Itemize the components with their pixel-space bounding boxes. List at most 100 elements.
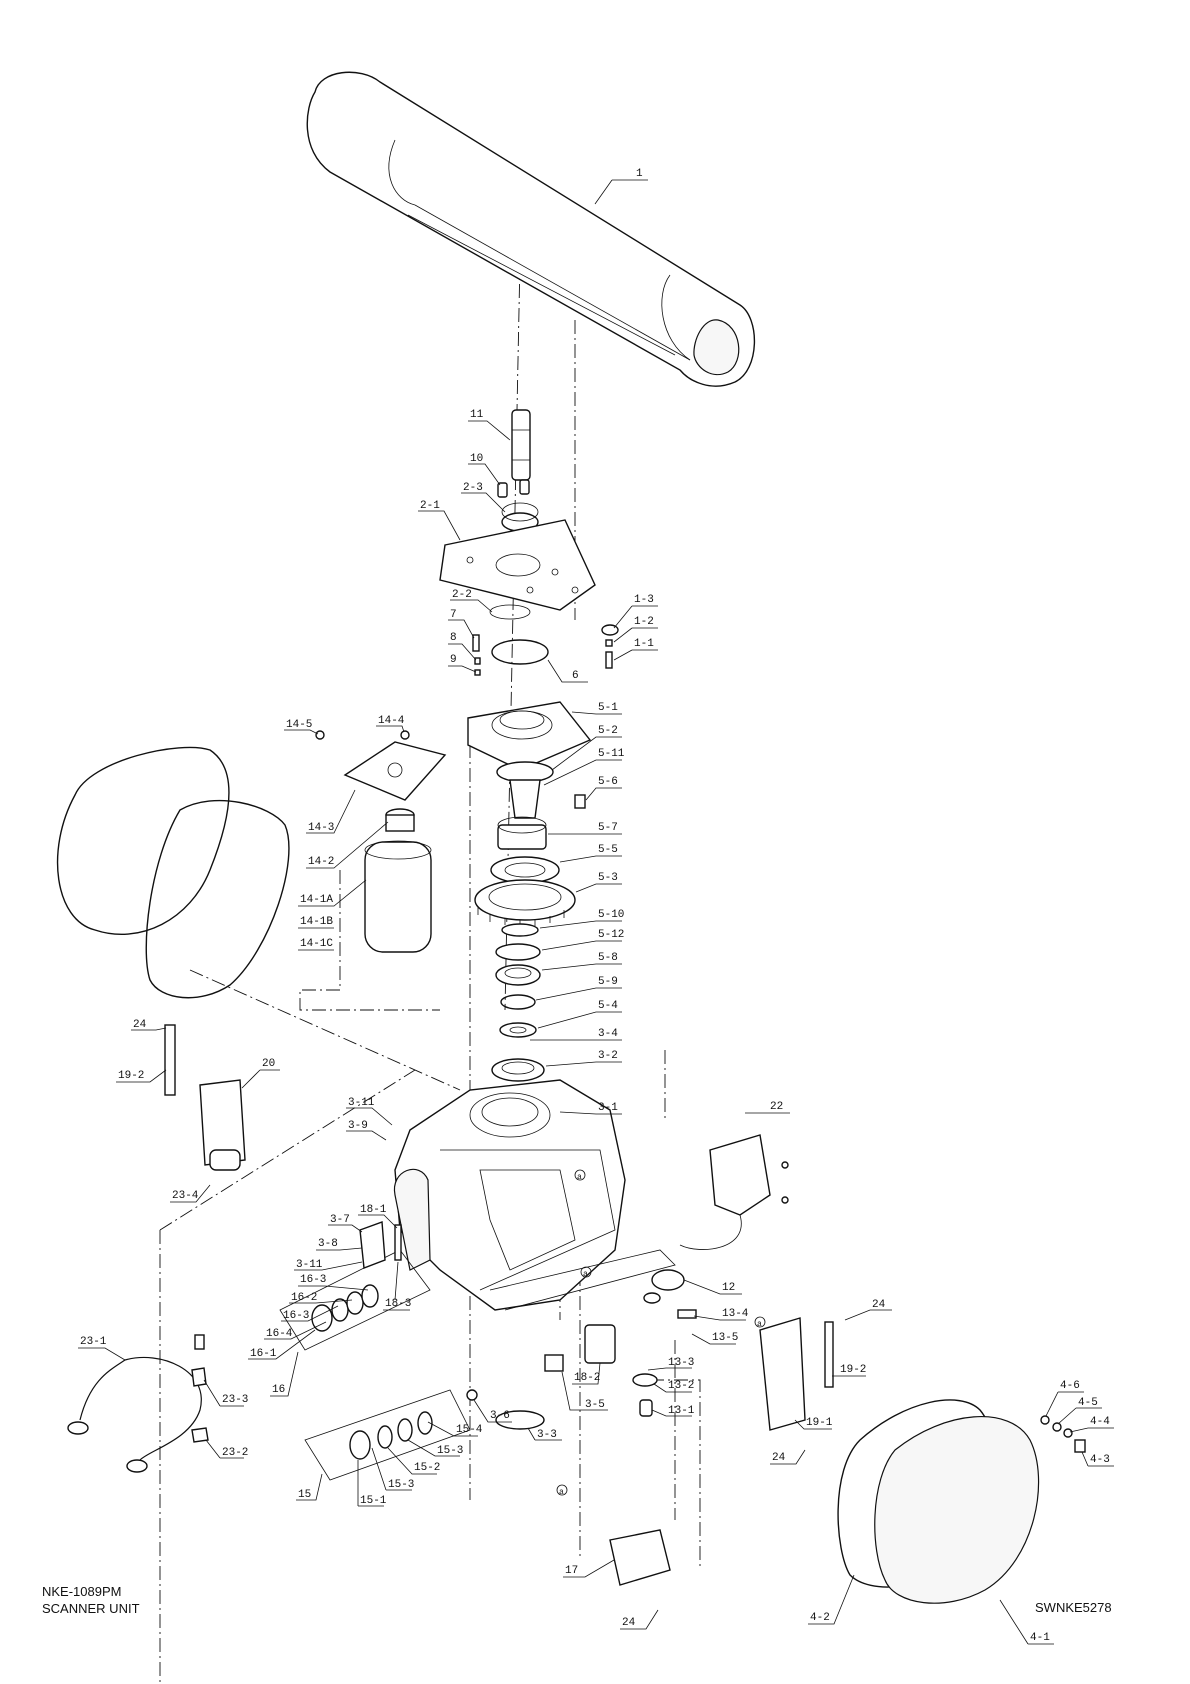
callout-16: 16: [272, 1384, 285, 1396]
callout-19-1: 19-1: [806, 1417, 833, 1429]
part-12-13-switch-parts: [632, 1269, 697, 1417]
callout-17: 17: [565, 1565, 578, 1577]
part-5-7-sleeve: [497, 816, 547, 850]
part-23-1-ground-cable: [67, 1356, 202, 1473]
callout-20: 20: [262, 1058, 275, 1070]
callout-24-right-upper: 24: [872, 1299, 886, 1311]
callout-24-left: 24: [133, 1019, 147, 1031]
callout-18-3: 18-3: [385, 1298, 411, 1310]
callout-14-2: 14-2: [308, 856, 334, 868]
callout-15-3-a: 15-3: [437, 1445, 463, 1457]
callout-15-2: 15-2: [414, 1462, 440, 1474]
part-4-right-covers: [837, 1399, 1086, 1604]
callout-23-4: 23-4: [172, 1190, 199, 1202]
callout-24-right-lower: 24: [772, 1452, 786, 1464]
callout-2-3: 2-3: [463, 482, 483, 494]
document-title-block: NKE-1089PM SCANNER UNIT: [42, 1583, 140, 1617]
part-5-4-washer: [499, 1022, 537, 1038]
part-5-9-snap-ring: [500, 994, 536, 1010]
callout-16-2: 16-2: [291, 1292, 317, 1304]
callout-5-2: 5-2: [598, 725, 618, 737]
part-14-2-pinion: [385, 808, 415, 832]
callout-1-1: 1-1: [634, 638, 654, 650]
callout-22: 22: [770, 1101, 783, 1113]
part-18-2-sensor: [584, 1324, 616, 1364]
callout-1-3: 1-3: [634, 594, 654, 606]
callout-4-4: 4-4: [1090, 1416, 1110, 1428]
callout-3-1: 3-1: [598, 1102, 618, 1114]
reference-mark-a-4: a: [559, 1488, 564, 1497]
part-4-left-covers: [56, 746, 290, 999]
part-3-1-main-housing: [393, 1079, 676, 1311]
part-5-6-key: [574, 794, 586, 809]
callout-3-2: 3-2: [598, 1050, 618, 1062]
callout-23-3: 23-3: [222, 1394, 248, 1406]
callout-13-2: 13-2: [668, 1380, 694, 1392]
part-20-bracket: [199, 1079, 246, 1171]
callout-5-9: 5-9: [598, 976, 618, 988]
callout-16-3-a: 16-3: [300, 1274, 326, 1286]
callout-5-1: 5-1: [598, 702, 618, 714]
callout-16-3-b: 16-3: [283, 1310, 309, 1322]
part-6-ring: [491, 639, 549, 665]
callout-5-12: 5-12: [598, 929, 624, 941]
callout-3-3: 3-3: [537, 1429, 557, 1441]
callout-13-1: 13-1: [668, 1405, 695, 1417]
callout-14-1A: 14-1A: [300, 894, 333, 906]
part-16-gland-group: [279, 1249, 431, 1351]
part-2-2-gasket: [489, 604, 531, 620]
callout-23-2: 23-2: [222, 1447, 248, 1459]
part-10-screws: [497, 479, 530, 498]
callout-15-3-b: 15-3: [388, 1479, 414, 1491]
part-22-control-board: [679, 1134, 789, 1250]
callout-3-8: 3-8: [318, 1238, 338, 1250]
callout-1: 1: [636, 168, 643, 180]
part-18-1-18-3-lever: [394, 1224, 402, 1261]
callout-3-9: 3-9: [348, 1120, 368, 1132]
part-11-shaft: [511, 409, 531, 481]
part-7-8-9-hardware: [472, 634, 481, 676]
part-5-8-bearing: [495, 964, 541, 986]
callout-9: 9: [450, 654, 457, 666]
callout-3-4: 3-4: [598, 1028, 618, 1040]
callout-15-1: 15-1: [360, 1495, 387, 1507]
reference-mark-a-1: a: [577, 1173, 582, 1182]
part-3-7-3-8-cover-plate: [359, 1221, 386, 1269]
callout-5-6: 5-6: [598, 776, 618, 788]
callout-4-3: 4-3: [1090, 1454, 1110, 1466]
part-1-radome-cover: [306, 71, 756, 387]
callout-11: 11: [470, 409, 484, 421]
part-2-1-mounting-plate: [439, 519, 596, 611]
callout-labels: 1 11 10 2-3 2-1 2-2 1-3 1-2 1-1 7 8 9 6 …: [78, 168, 1114, 1645]
part-23-2-23-3-clamps: [191, 1334, 209, 1443]
part-19-2-connector-strip-left: [164, 1024, 176, 1096]
part-17-bracket: [609, 1529, 671, 1586]
callout-15-4: 15-4: [456, 1424, 483, 1436]
callout-18-1: 18-1: [360, 1204, 387, 1216]
callout-4-2: 4-2: [810, 1612, 830, 1624]
callout-14-1B: 14-1B: [300, 916, 333, 928]
part-19-1-pcb-right: [759, 1317, 834, 1431]
callout-16-1: 16-1: [250, 1348, 277, 1360]
part-5-1-flange: [467, 701, 592, 771]
callout-7: 7: [450, 609, 457, 621]
drawing-number: SWNKE5278: [1035, 1600, 1112, 1615]
callout-5-5: 5-5: [598, 844, 618, 856]
model-number: NKE-1089PM: [42, 1584, 122, 1599]
callout-2-2: 2-2: [452, 589, 472, 601]
callout-3-6: 3-6: [490, 1410, 510, 1422]
callout-3-11-upper: 3-11: [348, 1097, 375, 1109]
part-3-3-3-5-3-6: [466, 1354, 564, 1430]
callout-5-11: 5-11: [598, 748, 625, 760]
part-5-10-5-12-washers: [495, 923, 541, 961]
callout-15: 15: [298, 1489, 311, 1501]
callout-19-2-left: 19-2: [118, 1070, 144, 1082]
callout-5-4: 5-4: [598, 1000, 618, 1012]
callout-14-4: 14-4: [378, 715, 405, 727]
callout-14-5: 14-5: [286, 719, 312, 731]
callout-4-6: 4-6: [1060, 1380, 1080, 1392]
part-15-gland-group: [304, 1389, 471, 1481]
callout-12: 12: [722, 1282, 735, 1294]
callout-18-2: 18-2: [574, 1372, 600, 1384]
callout-5-8: 5-8: [598, 952, 618, 964]
